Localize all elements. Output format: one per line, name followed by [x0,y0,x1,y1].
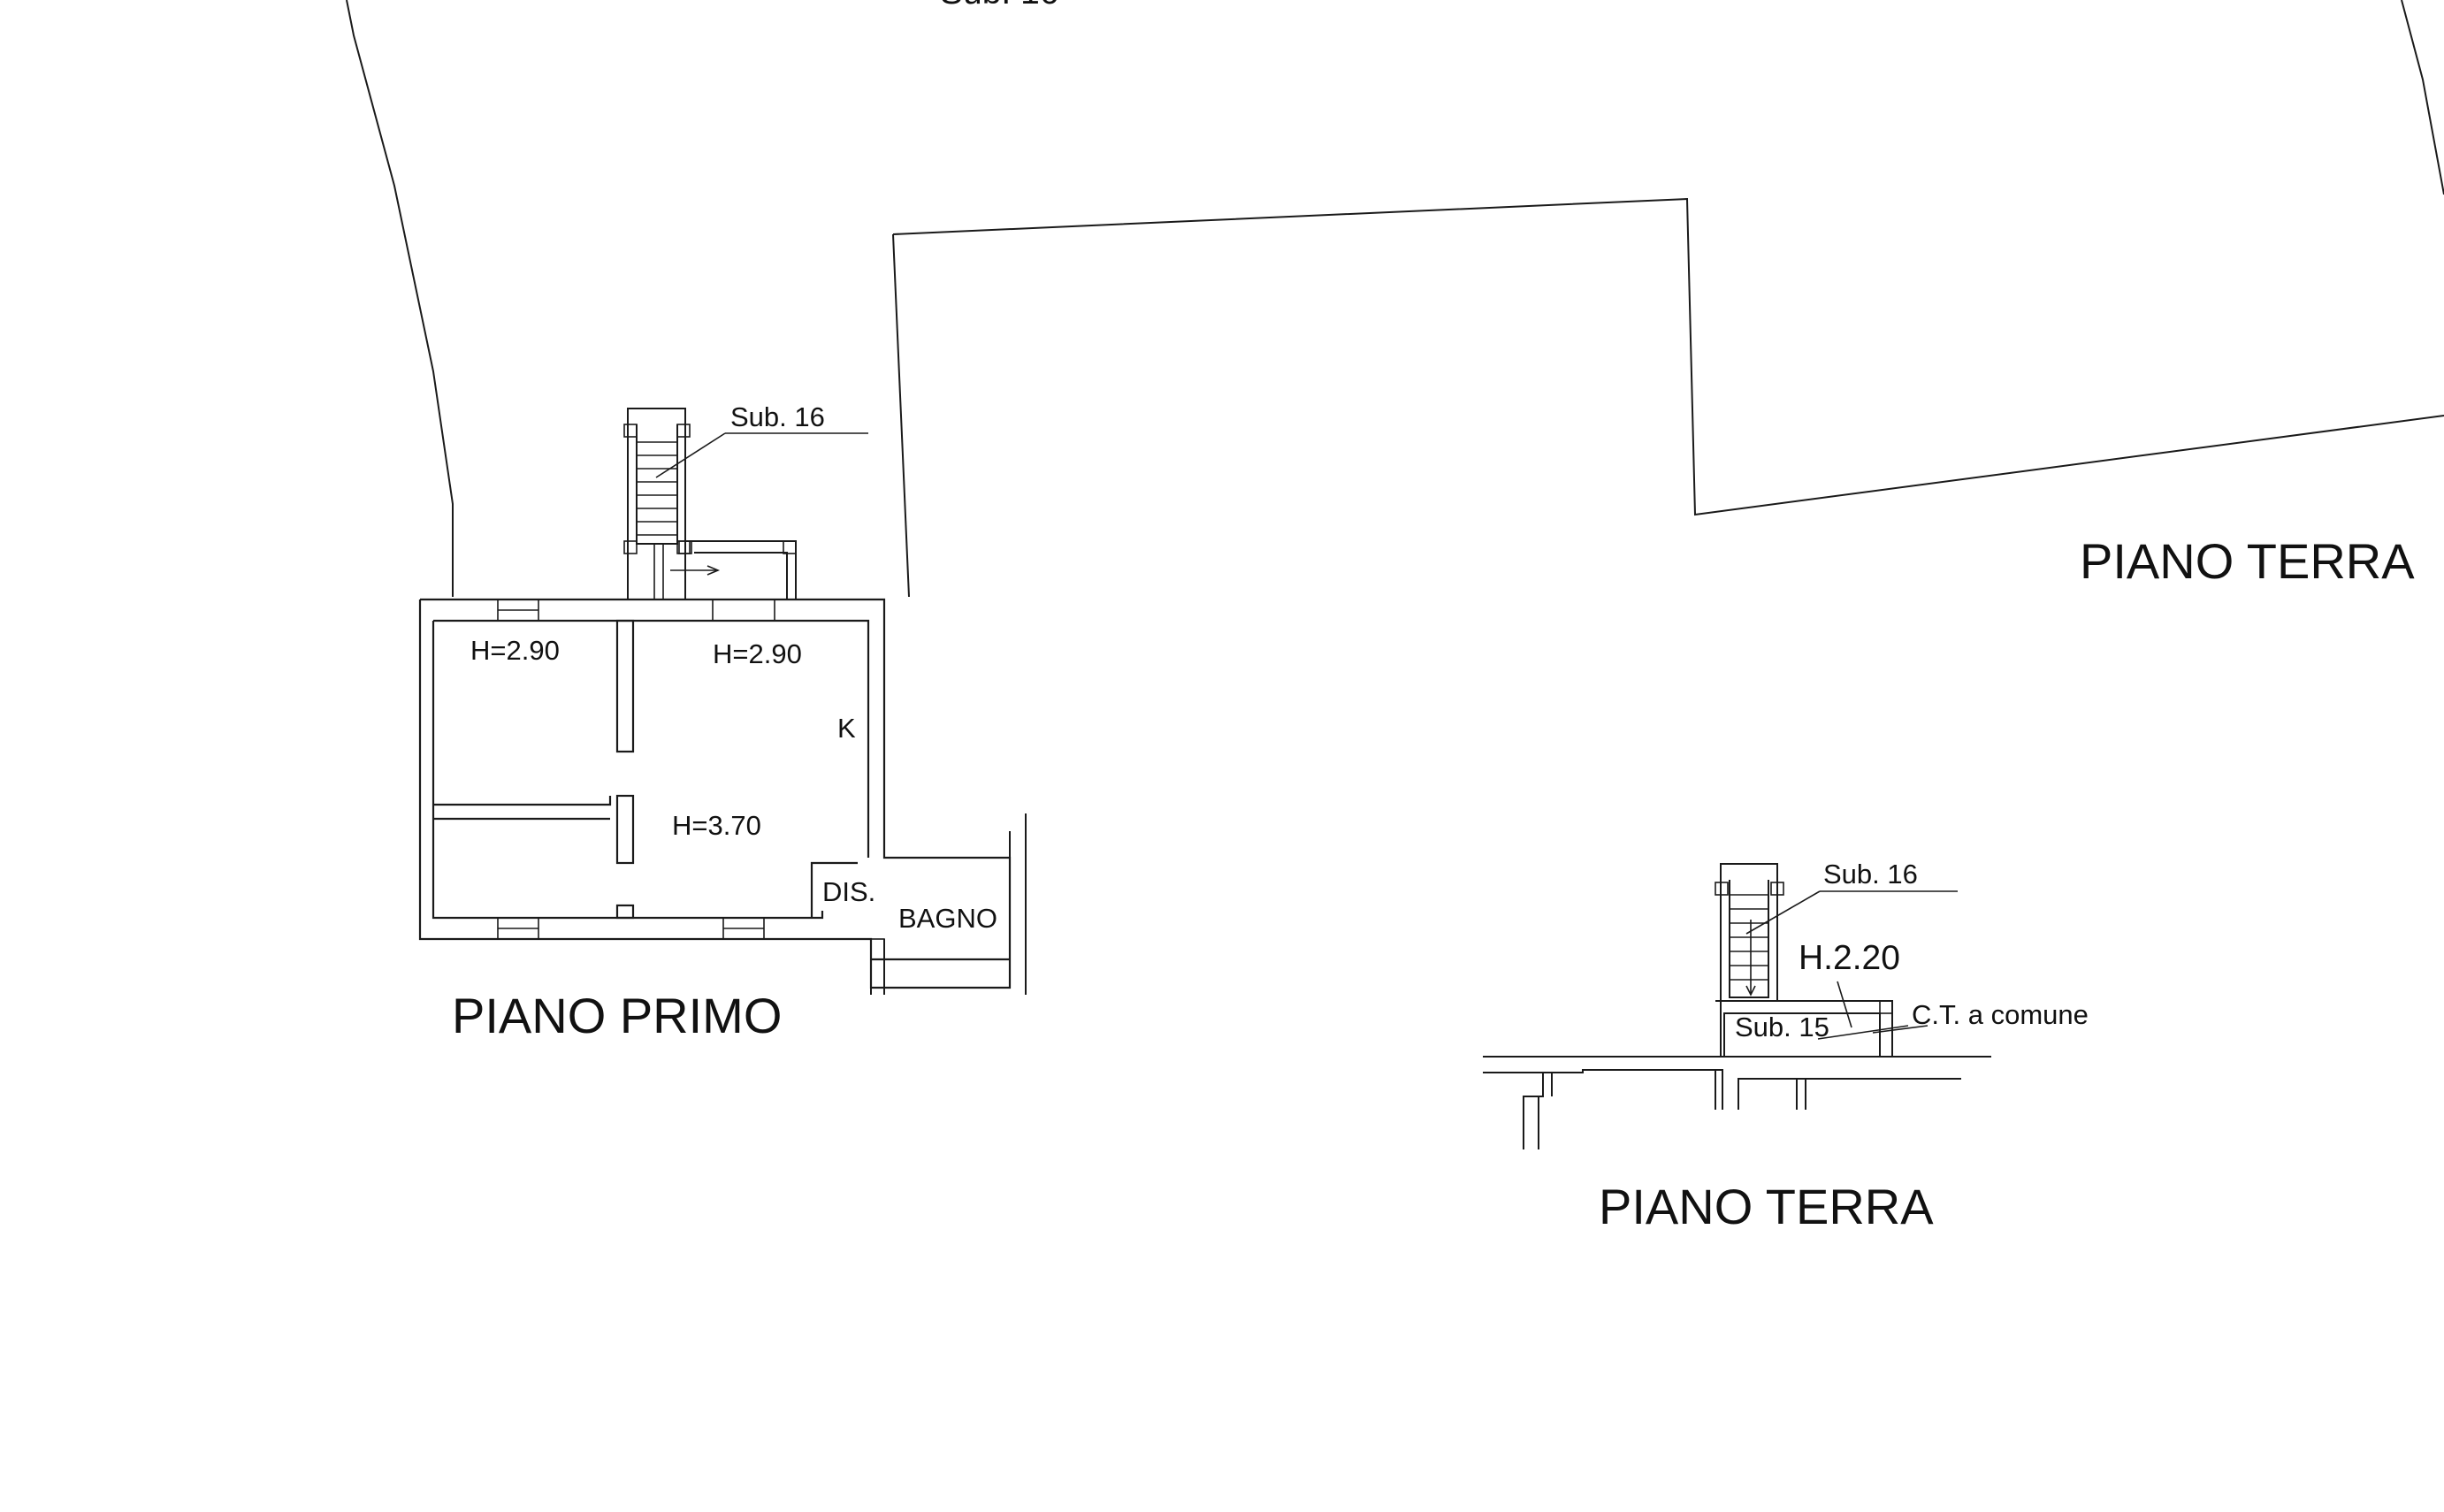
plan2-height-label: H.2.20 [1799,939,1900,977]
interior-wall-2 [615,794,635,865]
room-height-label: H=3.70 [672,810,761,841]
plan-right-title: PIANO TERRA [2080,533,2415,589]
plan2-ct-label: C.T. a comune [1912,999,2089,1030]
plan2-title: PIANO TERRA [1599,1179,1934,1234]
plan2-sub15-label: Sub. 15 [1735,1012,1829,1042]
room-k-label: K [837,713,856,744]
room-height-label: H=2.90 [713,638,802,669]
room-dis-label: DIS. [822,876,875,907]
piano-terra-plan [1483,863,1991,1149]
room-height-label: H=2.90 [470,635,560,666]
stair-piano-primo [623,408,868,599]
site-boundary [346,0,2444,598]
plan1-sub-label: Sub. 16 [730,401,825,432]
bagno-door [870,938,885,960]
room-bagno-label: BAGNO [898,903,997,934]
interior-wall-1 [615,619,635,753]
plan1-title: PIANO PRIMO [452,988,782,1043]
plan2-sub16-label: Sub. 16 [1823,859,1918,890]
piano-primo-plan [418,598,1027,995]
interior-wall-3 [615,904,635,920]
top-cut-label: Sub. 16 [940,0,1058,11]
